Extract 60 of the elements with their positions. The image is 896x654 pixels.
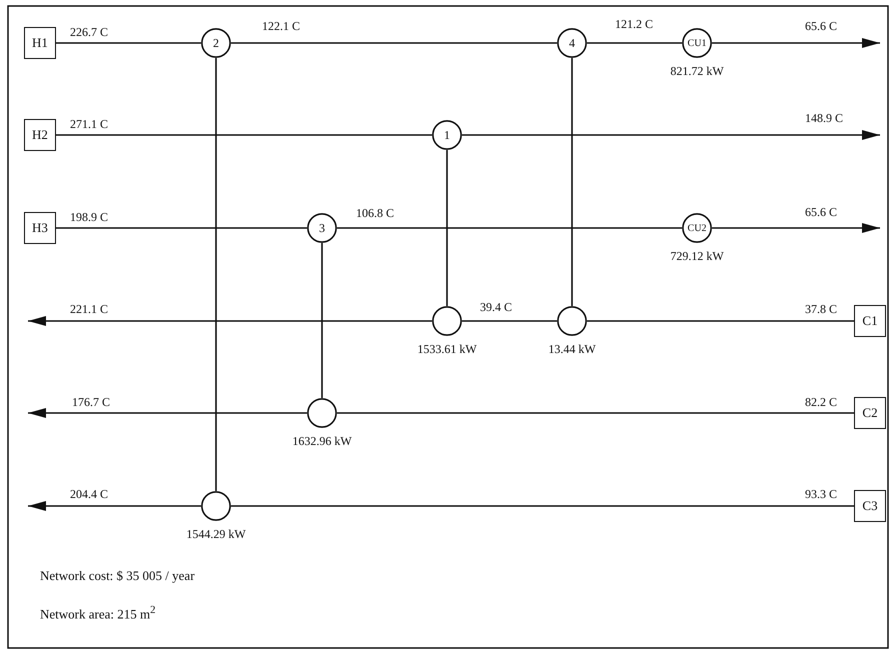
- heat-exchanger-circle: 3: [307, 213, 337, 243]
- heat-exchanger-circle: [557, 306, 587, 336]
- duty-label: 821.72 kW: [669, 64, 725, 79]
- temperature-label: 122.1 C: [262, 19, 300, 34]
- arrow: [28, 316, 432, 326]
- stream-line: [587, 320, 854, 322]
- heat-exchanger-circle: [201, 491, 231, 521]
- duty-label: 1544.29 kW: [185, 527, 247, 542]
- arrow: [28, 408, 307, 418]
- stream-line: [56, 134, 432, 136]
- stream-box: H3: [24, 212, 56, 244]
- temperature-label: 226.7 C: [70, 25, 108, 40]
- heat-exchanger-circle: CU1: [682, 28, 712, 58]
- duty-label: 729.12 kW: [669, 249, 725, 264]
- temperature-label: 221.1 C: [70, 302, 108, 317]
- stream-box: H1: [24, 27, 56, 59]
- temperature-label: 37.8 C: [805, 302, 838, 317]
- temperature-label: 176.7 C: [72, 395, 110, 410]
- heat-exchanger-circle: [307, 398, 337, 428]
- stream-line: [215, 58, 217, 491]
- heat-exchanger-circle: 1: [432, 120, 462, 150]
- stream-line: [337, 412, 854, 414]
- stream-line: [571, 58, 573, 306]
- stream-line: [337, 227, 682, 229]
- temperature-label: 204.4 C: [70, 487, 108, 502]
- temperature-label: 93.3 C: [805, 487, 838, 502]
- stream-box: C2: [854, 397, 886, 429]
- stream-line: [321, 243, 323, 398]
- heat-exchanger-circle: 2: [201, 28, 231, 58]
- temperature-label: 148.9 C: [805, 111, 844, 126]
- temperature-label: 106.8 C: [356, 206, 394, 221]
- temperature-label: 198.9 C: [70, 210, 108, 225]
- note-text: Network area: 215 m$^{2}$: [40, 604, 156, 622]
- arrow: [462, 130, 880, 140]
- stream-line: [231, 42, 557, 44]
- arrow: [28, 501, 201, 511]
- heat-exchanger-circle: CU2: [682, 213, 712, 243]
- note-text: Network cost: $ 35 005 / year: [40, 568, 195, 584]
- stream-line: [462, 320, 557, 322]
- heat-exchanger-circle: [432, 306, 462, 336]
- temperature-label: 82.2 C: [805, 395, 838, 410]
- stream-box: H2: [24, 119, 56, 151]
- stream-box: C1: [854, 305, 886, 337]
- stream-line: [56, 42, 201, 44]
- arrow: [712, 38, 880, 48]
- stream-line: [231, 505, 854, 507]
- arrow: [712, 223, 880, 233]
- duty-label: 13.44 kW: [547, 342, 597, 357]
- stream-line: [587, 42, 682, 44]
- duty-label: 1632.96 kW: [291, 434, 353, 449]
- stream-line: [56, 227, 307, 229]
- duty-label: 1533.61 kW: [416, 342, 478, 357]
- stream-line: [446, 150, 448, 306]
- stream-box: C3: [854, 490, 886, 522]
- temperature-label: 65.6 C: [805, 19, 838, 34]
- temperature-label: 121.2 C: [615, 17, 654, 32]
- heat-exchanger-circle: 4: [557, 28, 587, 58]
- temperature-label: 39.4 C: [480, 300, 512, 315]
- temperature-label: 271.1 C: [70, 117, 108, 132]
- temperature-label: 65.6 C: [805, 205, 838, 220]
